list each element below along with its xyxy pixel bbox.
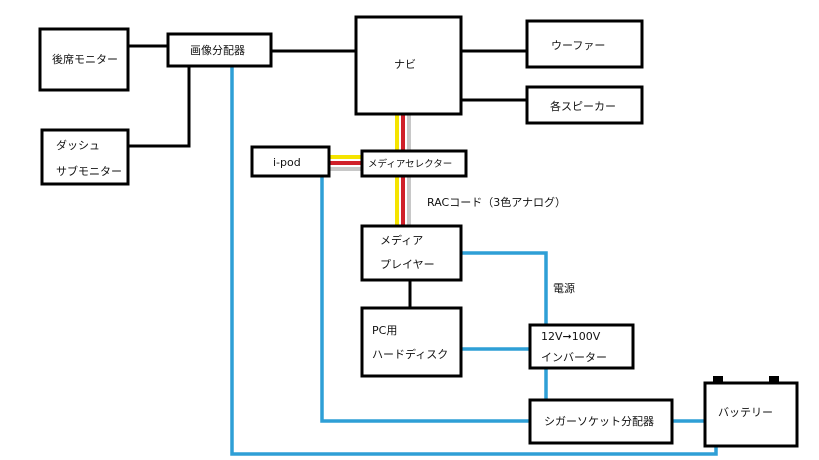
- navi-box: ナビ: [354, 15, 463, 116]
- dash-sub-monitor-label-line2: サブモニター: [56, 164, 122, 178]
- navi-label: ナビ: [394, 58, 416, 71]
- power-annotation: 電源: [553, 281, 575, 295]
- inverter-box: 12V➞100V インバーター: [528, 323, 635, 370]
- splitter-to-dash-monitor-line: [128, 66, 191, 148]
- splitter-power-line: [230, 66, 718, 456]
- inverter-label-line1: 12V➞100V: [541, 330, 601, 343]
- media-player-label-line1: メディア: [380, 233, 423, 247]
- battery-box: バッテリー: [703, 376, 799, 448]
- rca-cable-selector-player: [395, 176, 411, 226]
- battery-label: バッテリー: [718, 406, 773, 419]
- pc-hdd-label-line2: ハードディスク: [372, 347, 448, 361]
- pc-hdd-box: PC用 ハードディスク: [360, 306, 463, 378]
- rear-monitor-box: 後席モニター: [38, 27, 130, 92]
- speakers-label: 各スピーカー: [550, 99, 616, 113]
- media-player-label-line2: プレイヤー: [380, 258, 435, 271]
- battery-terminal-left: [713, 376, 723, 384]
- rca-cord-annotation: RACコード（3色アナログ）: [427, 195, 566, 209]
- rear-monitor-label: 後席モニター: [52, 52, 118, 66]
- woofer-label: ウーファー: [551, 39, 605, 52]
- cigar-splitter-label: シガーソケット分配器: [544, 415, 654, 428]
- dash-sub-monitor-label-line1: ダッシュ: [56, 138, 100, 152]
- speakers-box: 各スピーカー: [525, 85, 644, 125]
- video-splitter-label: 画像分配器: [190, 44, 245, 57]
- woofer-box: ウーファー: [525, 19, 644, 69]
- rca-cable-ipod-selector: [329, 155, 362, 171]
- video-splitter-box: 画像分配器: [166, 32, 273, 68]
- power-connections: [230, 66, 718, 456]
- inverter-label-line2: インバーター: [541, 351, 607, 364]
- media-selector-box: メディアセレクター: [360, 149, 468, 178]
- signal-connections: [128, 44, 527, 308]
- battery-terminal-right: [769, 376, 779, 384]
- ipod-label: i-pod: [273, 156, 301, 169]
- dash-sub-monitor-box: ダッシュ サブモニター: [40, 128, 130, 186]
- player-to-inverter-line: [461, 251, 548, 325]
- ipod-box: i-pod: [250, 145, 331, 178]
- ipod-to-cigar-line: [320, 176, 530, 423]
- media-selector-label: メディアセレクター: [368, 158, 452, 170]
- media-player-box: メディア プレイヤー: [360, 224, 463, 282]
- pc-hdd-label-line1: PC用: [372, 324, 397, 337]
- cigar-splitter-box: シガーソケット分配器: [528, 398, 674, 445]
- rca-cable-navi-selector: [395, 114, 411, 151]
